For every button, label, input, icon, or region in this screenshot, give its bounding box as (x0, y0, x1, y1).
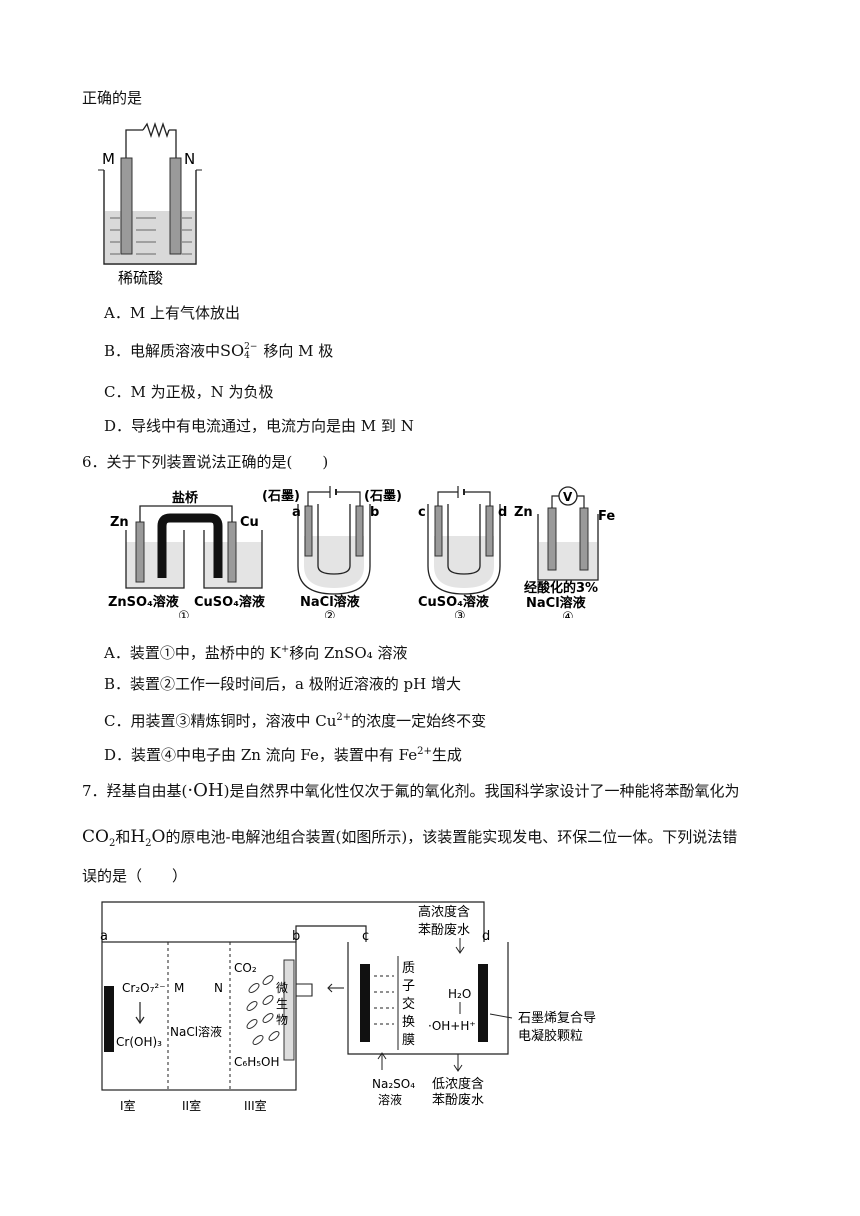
svg-text:c: c (362, 929, 369, 944)
svg-text:苯酚废水: 苯酚废水 (418, 922, 470, 938)
svg-text:a: a (100, 929, 108, 944)
electrode-n (169, 157, 182, 255)
svg-text:高浓度含: 高浓度含 (418, 904, 470, 920)
q6-figure: Zn 盐桥 Cu ZnSO₄溶液 CuSO₄溶液 ① (石墨) (石墨) a b… (108, 486, 615, 618)
electrolysis-cell (347, 942, 509, 1055)
svg-text:III室: III室 (244, 1098, 267, 1113)
svg-text:溶液: 溶液 (378, 1092, 402, 1107)
svg-text:V: V (563, 490, 573, 504)
svg-text:(石墨): (石墨) (262, 489, 300, 504)
svg-text:CuSO₄溶液: CuSO₄溶液 (418, 594, 489, 610)
q6-option-a: A．装置①中，盐桥中的 K+移向 ZnSO₄ 溶液 (104, 644, 408, 662)
svg-text:①: ① (178, 609, 190, 618)
beaker (103, 170, 197, 265)
svg-text:(石墨): (石墨) (364, 489, 402, 504)
svg-text:I室: I室 (120, 1098, 136, 1113)
electrode-d (478, 964, 488, 1042)
device-4: V Zn Fe 经酸化的3% NaCl溶液 ④ (514, 486, 615, 618)
svg-text:NaCl溶液: NaCl溶液 (526, 595, 586, 611)
q6-option-d: D．装置④中电子由 Zn 流向 Fe，装置中有 Fe2+生成 (104, 746, 462, 764)
svg-text:Zn: Zn (514, 505, 533, 520)
svg-text:④: ④ (562, 610, 574, 618)
svg-text:Cu: Cu (240, 515, 259, 530)
q7-line-2: CO2和H2O的原电池-电解池组合装置(如图所示)，该装置能实现发电、环保二位一… (82, 827, 738, 849)
wire-right (169, 129, 177, 158)
device-3: c d CuSO₄溶液 ③ (418, 486, 507, 618)
wire-a-d (101, 901, 485, 942)
svg-text:子: 子 (402, 979, 415, 994)
intro-text: 正确的是 (82, 89, 143, 107)
q7-figure: a b Cr₂O₇²⁻ Cr(OH)₃ M N NaCl溶液 CO₂ 微 生 物… (100, 901, 596, 1113)
svg-text:b: b (370, 505, 379, 520)
label-m: M (102, 150, 115, 168)
electrode-m (120, 157, 133, 255)
svg-text:d: d (498, 505, 507, 520)
svg-text:Na₂SO₄: Na₂SO₄ (372, 1077, 415, 1091)
q5-option-d: D．导线中有电流通过，电流方向是由 M 到 N (104, 417, 414, 435)
q5-option-a: A．M 上有气体放出 (104, 304, 240, 322)
svg-text:ZnSO₄溶液: ZnSO₄溶液 (108, 594, 179, 610)
q5-option-c: C．M 为正极，N 为负极 (104, 383, 274, 401)
device-1: Zn 盐桥 Cu ZnSO₄溶液 CuSO₄溶液 ① (108, 490, 265, 618)
svg-text:Cr(OH)₃: Cr(OH)₃ (116, 1035, 162, 1049)
svg-text:石墨烯复合导: 石墨烯复合导 (518, 1011, 596, 1026)
svg-text:生: 生 (276, 997, 288, 1011)
svg-text:NaCl溶液: NaCl溶液 (170, 1024, 222, 1039)
svg-text:C₆H₅OH: C₆H₅OH (234, 1055, 280, 1069)
svg-text:Fe: Fe (598, 509, 615, 524)
svg-text:c: c (418, 505, 426, 520)
electrode-a (104, 986, 114, 1052)
svg-text:a: a (292, 505, 301, 520)
wire-left (125, 129, 143, 158)
q7-line-1: 7．羟基自由基(·OH)是自然界中氧化性仅次于氟的氧化剂。我国科学家设计了一种能… (82, 780, 740, 801)
svg-text:②: ② (324, 609, 336, 618)
battery-box (101, 941, 297, 1091)
q5-figure: M N 稀硫酸 (98, 121, 202, 287)
microbe-particles (246, 975, 280, 1045)
svg-text:Cr₂O₇²⁻: Cr₂O₇²⁻ (122, 981, 166, 995)
svg-text:交: 交 (402, 996, 415, 1012)
svg-text:盐桥: 盐桥 (172, 490, 199, 506)
q6-option-c: C．用装置③精炼铜时，溶液中 Cu2+的浓度一定始终不变 (104, 712, 487, 730)
svg-text:b: b (292, 929, 300, 944)
svg-text:电凝胶颗粒: 电凝胶颗粒 (518, 1028, 583, 1044)
svg-text:质: 质 (402, 961, 415, 976)
svg-text:苯酚废水: 苯酚废水 (432, 1092, 484, 1108)
svg-text:CO₂: CO₂ (234, 961, 257, 975)
svg-text:膜: 膜 (402, 1033, 415, 1048)
svg-text:微: 微 (276, 981, 288, 995)
svg-text:CuSO₄溶液: CuSO₄溶液 (194, 594, 265, 610)
electrode-c (360, 964, 370, 1042)
svg-text:经酸化的3%: 经酸化的3% (524, 580, 598, 596)
svg-text:II室: II室 (182, 1098, 201, 1113)
svg-text:·OH+H⁺: ·OH+H⁺ (428, 1019, 476, 1033)
svg-text:低浓度含: 低浓度含 (432, 1076, 484, 1092)
resistor-icon (142, 121, 170, 139)
wire-b-c (295, 925, 367, 942)
device-2: (石墨) (石墨) a b NaCl溶液 ② (262, 486, 402, 618)
svg-text:M: M (174, 981, 184, 995)
svg-text:换: 换 (402, 1015, 415, 1030)
svg-text:H₂O: H₂O (448, 987, 471, 1001)
svg-text:NaCl溶液: NaCl溶液 (300, 594, 360, 610)
label-solution: 稀硫酸 (118, 269, 163, 287)
svg-text:d: d (482, 929, 490, 944)
q6-stem: 6．关于下列装置说法正确的是( ) (82, 453, 329, 471)
label-n: N (184, 150, 195, 168)
svg-text:N: N (214, 981, 223, 995)
svg-text:③: ③ (454, 609, 466, 618)
q7-line-3: 误的是（ ） (82, 867, 188, 885)
svg-text:物: 物 (276, 1013, 288, 1027)
salt-bridge (157, 513, 223, 578)
svg-text:Zn: Zn (110, 515, 129, 530)
q6-option-b: B．装置②工作一段时间后，a 极附近溶液的 pH 增大 (104, 675, 461, 693)
